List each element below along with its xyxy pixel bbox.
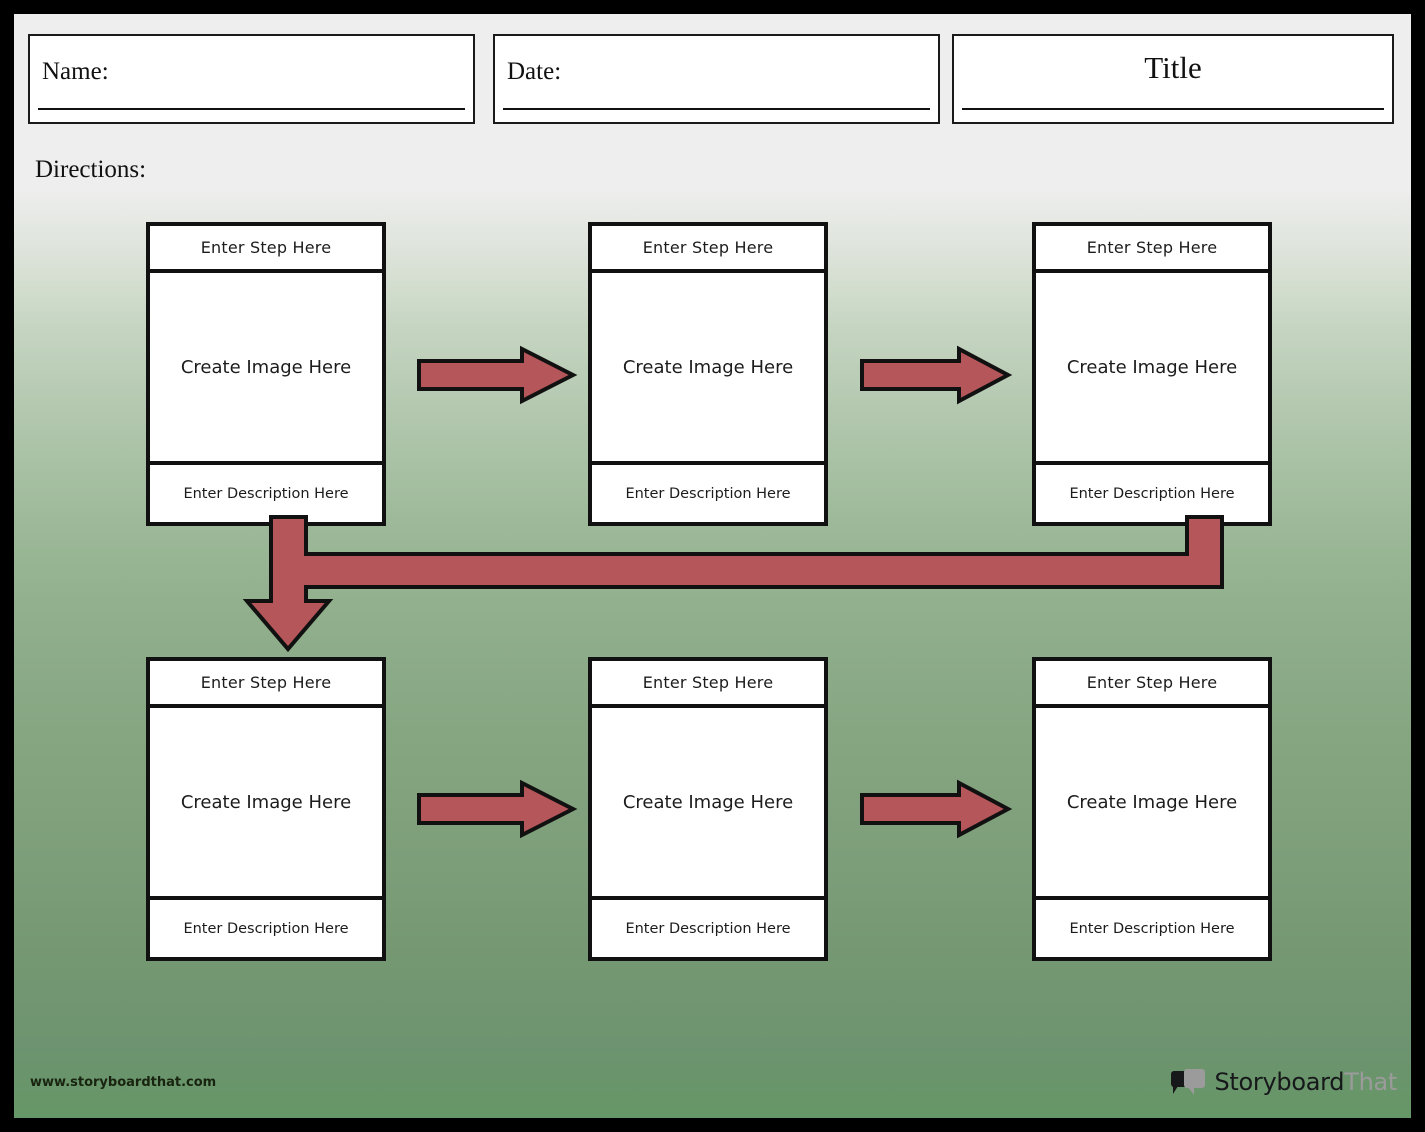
- step-card[interactable]: Enter Step Here Create Image Here Enter …: [588, 657, 828, 961]
- step-description-cell[interactable]: Enter Description Here: [1036, 465, 1268, 522]
- step-card[interactable]: Enter Step Here Create Image Here Enter …: [146, 657, 386, 961]
- speech-bubble-gray-icon: [1184, 1069, 1206, 1095]
- step-description-text: Enter Description Here: [625, 485, 791, 502]
- footer-url[interactable]: www.storyboardthat.com: [30, 1075, 217, 1090]
- step-description-cell[interactable]: Enter Description Here: [150, 900, 382, 957]
- step-image-cell[interactable]: Create Image Here: [592, 708, 824, 900]
- step-description-cell[interactable]: Enter Description Here: [150, 465, 382, 522]
- step-image-cell[interactable]: Create Image Here: [1036, 273, 1268, 465]
- step-description-text: Enter Description Here: [1069, 920, 1235, 937]
- step-title-cell[interactable]: Enter Step Here: [592, 661, 824, 708]
- date-field-box[interactable]: Date:: [493, 34, 940, 124]
- step-card[interactable]: Enter Step Here Create Image Here Enter …: [1032, 222, 1272, 526]
- name-write-line: [38, 108, 465, 110]
- title-write-line: [962, 108, 1384, 110]
- step-description-text: Enter Description Here: [183, 920, 349, 937]
- step-image-placeholder: Create Image Here: [180, 356, 352, 378]
- step-image-placeholder: Create Image Here: [622, 356, 794, 378]
- step-description-text: Enter Description Here: [625, 920, 791, 937]
- directions-label: Directions:: [35, 156, 147, 183]
- storyboardthat-logo: StoryboardThat: [1171, 1068, 1397, 1096]
- worksheet-canvas: Name: Date: Title Directions: Enter Step…: [14, 14, 1411, 1118]
- step-title-text: Enter Step Here: [200, 673, 332, 692]
- step-image-cell[interactable]: Create Image Here: [150, 273, 382, 465]
- step-title-text: Enter Step Here: [1086, 238, 1218, 257]
- right-arrow-icon: [860, 345, 1013, 405]
- name-label: Name:: [42, 58, 109, 85]
- step-title-cell[interactable]: Enter Step Here: [1036, 226, 1268, 273]
- speech-bubble-icon: [1171, 1069, 1206, 1095]
- step-title-cell[interactable]: Enter Step Here: [150, 226, 382, 273]
- step-description-cell[interactable]: Enter Description Here: [592, 900, 824, 957]
- name-field-box[interactable]: Name:: [28, 34, 475, 124]
- step-description-text: Enter Description Here: [1069, 485, 1235, 502]
- step-title-cell[interactable]: Enter Step Here: [150, 661, 382, 708]
- step-title-text: Enter Step Here: [642, 673, 774, 692]
- right-arrow-icon: [860, 779, 1013, 839]
- right-arrow-icon: [417, 779, 578, 839]
- step-description-cell[interactable]: Enter Description Here: [592, 465, 824, 522]
- speech-bubble-dark-icon: [1171, 1071, 1189, 1094]
- step-image-cell[interactable]: Create Image Here: [592, 273, 824, 465]
- brand-secondary-text: That: [1344, 1068, 1397, 1096]
- step-title-cell[interactable]: Enter Step Here: [1036, 661, 1268, 708]
- step-image-placeholder: Create Image Here: [1066, 356, 1238, 378]
- title-label: Title: [1144, 50, 1202, 85]
- wrap-down-left-arrow-icon: [242, 515, 1224, 653]
- step-description-text: Enter Description Here: [183, 485, 349, 502]
- date-write-line: [503, 108, 930, 110]
- right-arrow-icon: [417, 345, 578, 405]
- step-card[interactable]: Enter Step Here Create Image Here Enter …: [588, 222, 828, 526]
- step-image-cell[interactable]: Create Image Here: [1036, 708, 1268, 900]
- step-image-placeholder: Create Image Here: [622, 791, 794, 813]
- brand-wordmark: StoryboardThat: [1214, 1068, 1397, 1096]
- step-image-placeholder: Create Image Here: [180, 791, 352, 813]
- title-field-box[interactable]: Title: [952, 34, 1394, 124]
- step-image-cell[interactable]: Create Image Here: [150, 708, 382, 900]
- step-title-text: Enter Step Here: [200, 238, 332, 257]
- step-title-text: Enter Step Here: [642, 238, 774, 257]
- step-image-placeholder: Create Image Here: [1066, 791, 1238, 813]
- brand-primary-text: Storyboard: [1214, 1068, 1345, 1096]
- step-title-cell[interactable]: Enter Step Here: [592, 226, 824, 273]
- step-card[interactable]: Enter Step Here Create Image Here Enter …: [1032, 657, 1272, 961]
- step-description-cell[interactable]: Enter Description Here: [1036, 900, 1268, 957]
- step-title-text: Enter Step Here: [1086, 673, 1218, 692]
- date-label: Date:: [507, 58, 562, 85]
- step-card[interactable]: Enter Step Here Create Image Here Enter …: [146, 222, 386, 526]
